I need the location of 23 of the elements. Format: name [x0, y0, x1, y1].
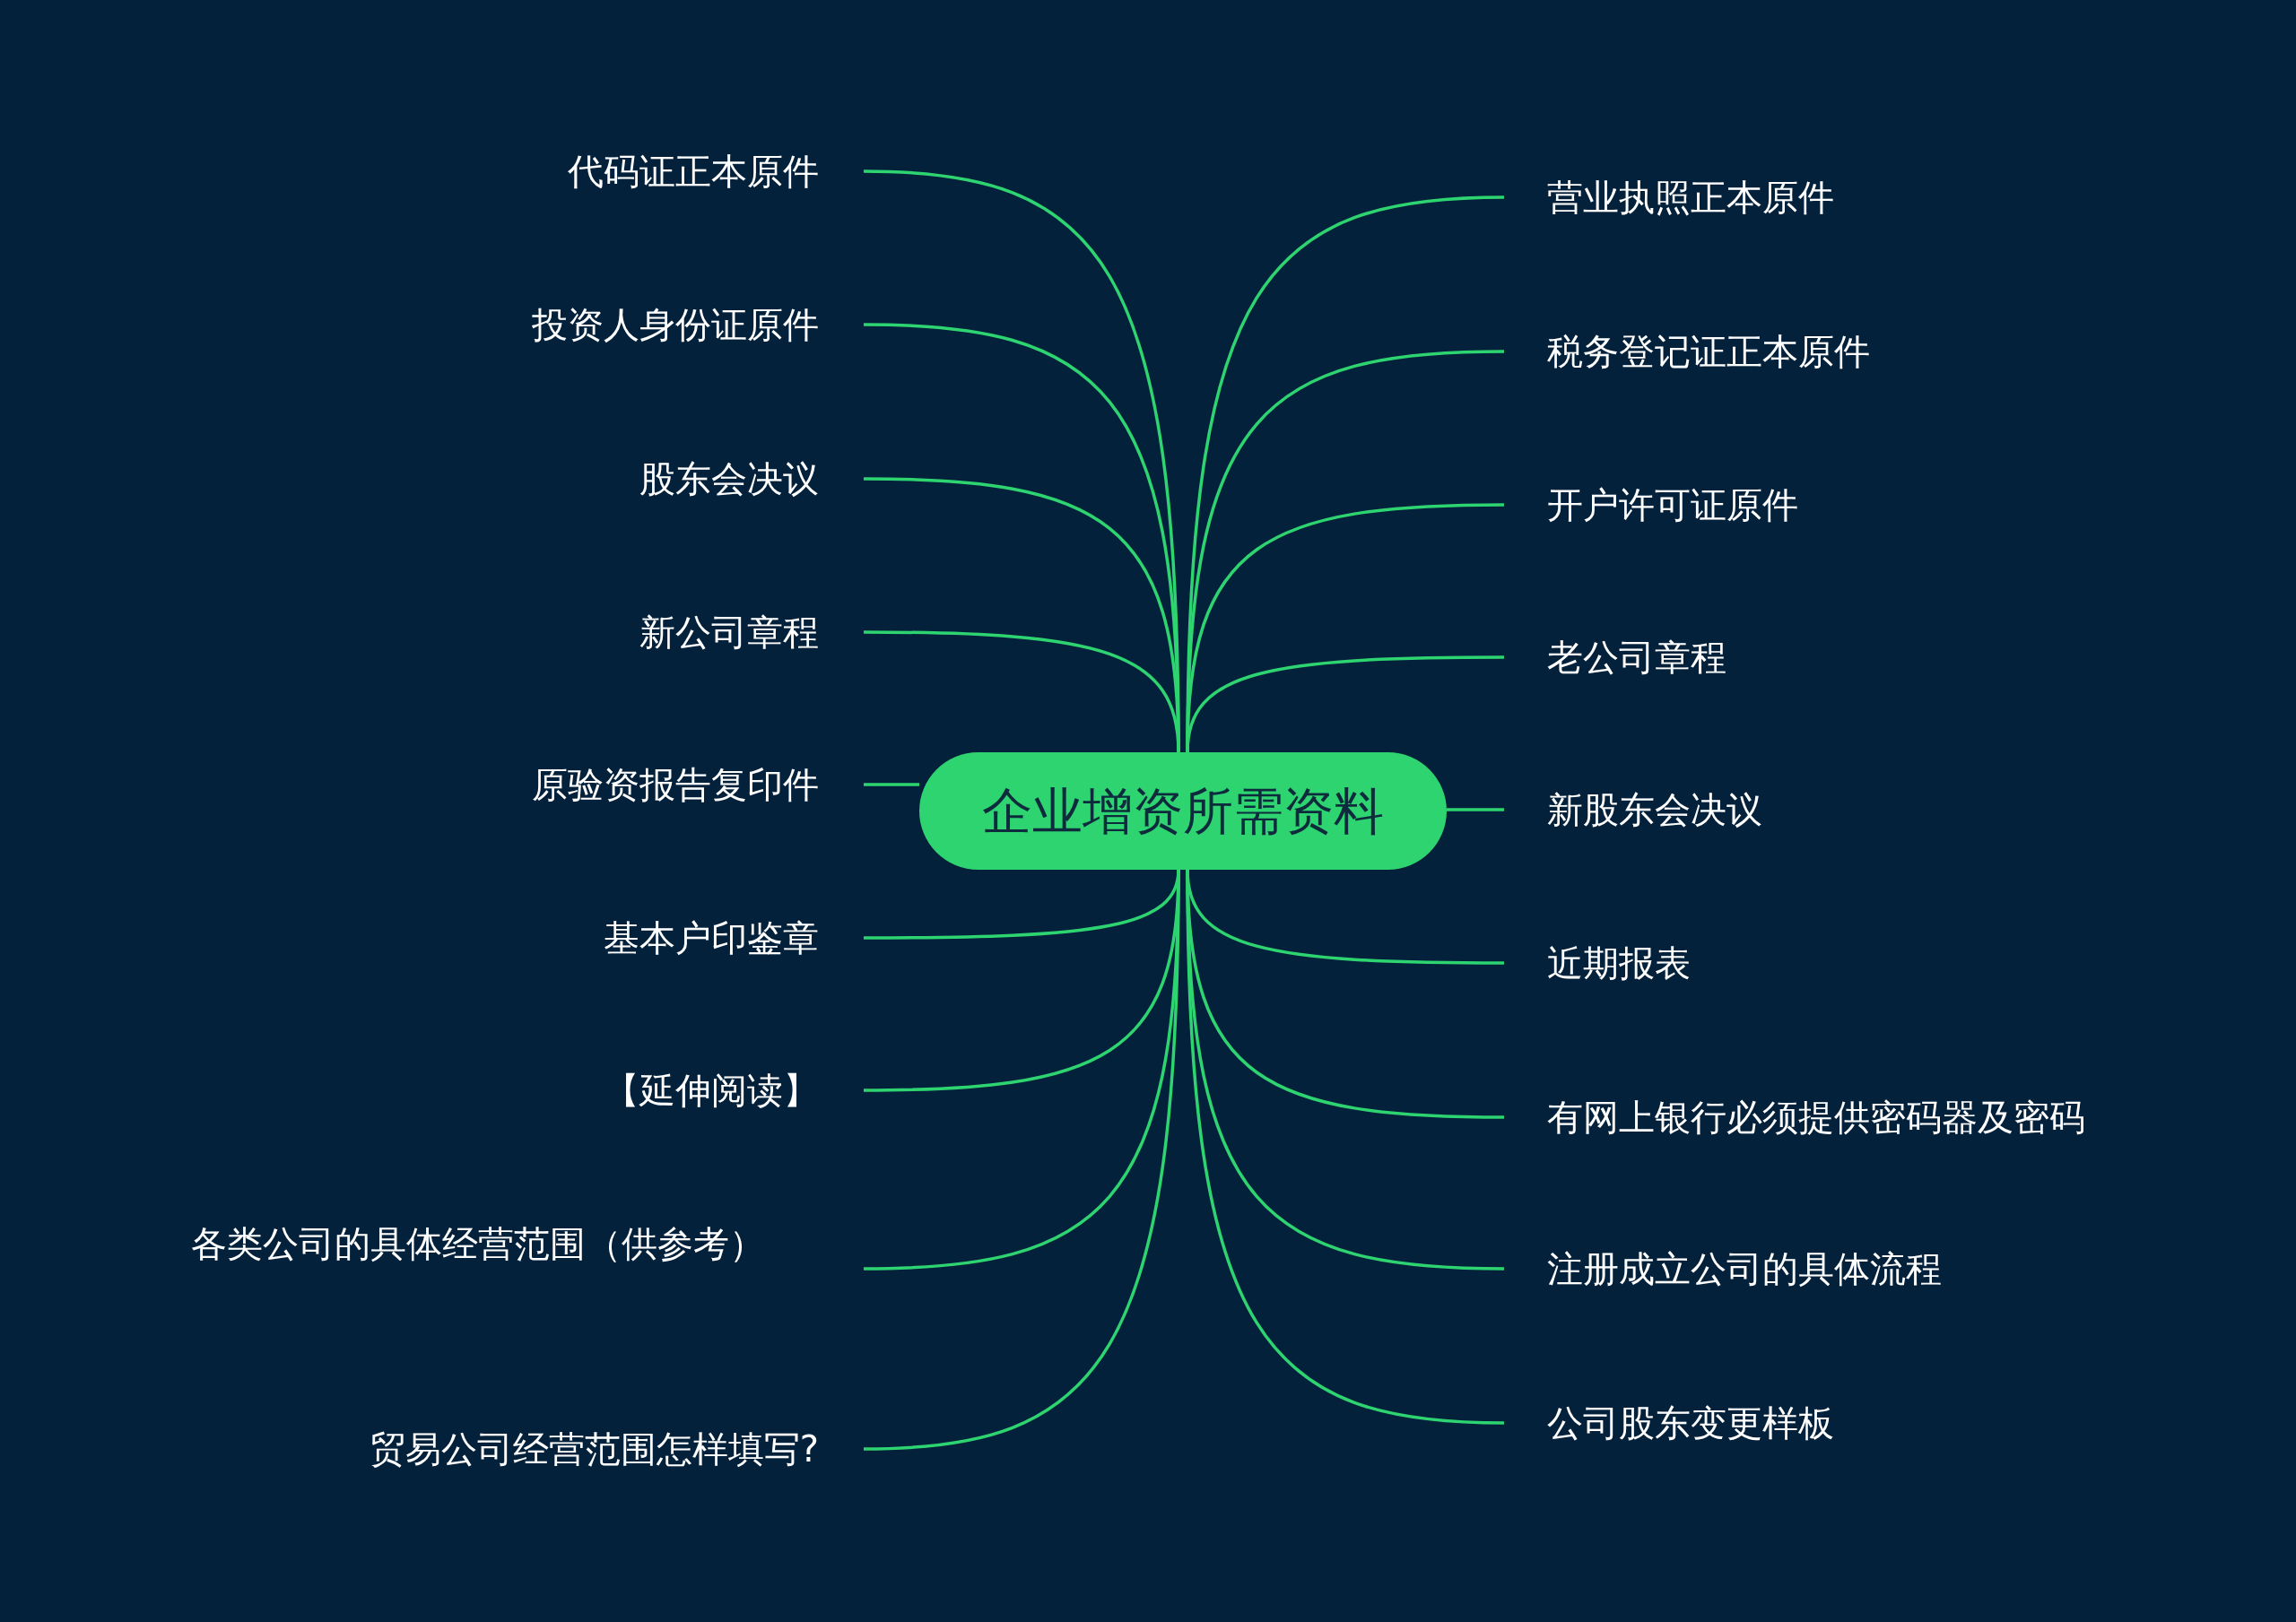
branch-text: 注册成立公司的具体流程 — [1547, 1247, 1942, 1291]
branch-text: 税务登记证正本原件 — [1547, 330, 1870, 374]
connector-line — [1186, 655, 1504, 753]
topic-text: 企业增资所需资料 — [982, 780, 1384, 842]
branch-text: 代码证正本原件 — [568, 150, 819, 194]
branch-text: 公司股东变更样板 — [1547, 1401, 1834, 1445]
branch-text: 新公司章程 — [639, 611, 819, 655]
branch-text: 新股东会决议 — [1547, 788, 1762, 832]
connector-line — [1447, 808, 1504, 811]
branch-text: 老公司章程 — [1547, 636, 1726, 680]
branch-text: 股东会决议 — [639, 457, 819, 501]
branch-text: 各类公司的具体经营范围（供参考） — [191, 1222, 766, 1266]
branch-text: 投资人身份证原件 — [532, 303, 819, 347]
branch-text: 有网上银行必须提供密码器及密码 — [1547, 1096, 2085, 1140]
branch-text: 开户许可证原件 — [1547, 483, 1798, 527]
branch-text: 贸易公司经营范围怎样填写? — [369, 1427, 819, 1471]
branch-text: 原验资报告复印件 — [532, 763, 819, 807]
branch-text: 营业执照正本原件 — [1547, 176, 1834, 220]
branch-text: 近期报表 — [1547, 941, 1691, 985]
branch-text: 基本户印鉴章 — [604, 916, 819, 960]
connector-line — [864, 783, 919, 786]
connector-line — [864, 630, 1180, 753]
branch-text: 【延伸阅读】 — [604, 1069, 819, 1113]
